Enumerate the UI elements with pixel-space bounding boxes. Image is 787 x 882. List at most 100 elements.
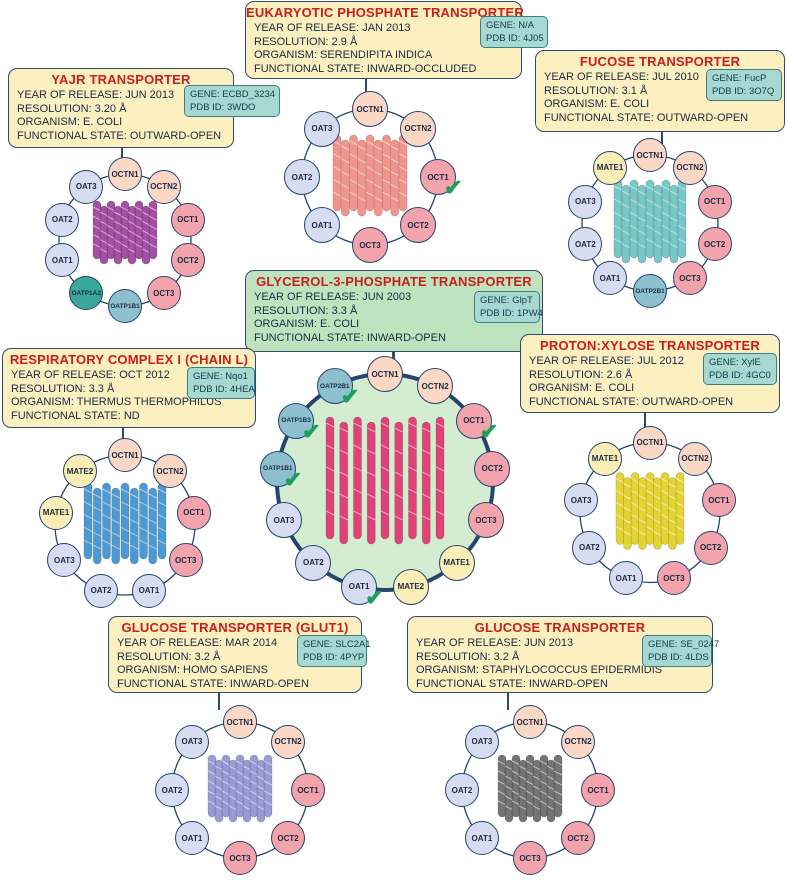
node-octn2: OCTN2: [146, 169, 181, 204]
year-of-release: YEAR OF RELEASE: MAR 2014: [117, 637, 278, 649]
node-oat3: OAT3: [47, 543, 82, 577]
node-oat2: OAT2: [155, 773, 189, 807]
node-oat3: OAT3: [303, 110, 340, 147]
node-oat3: OAT3: [266, 502, 303, 539]
gene-badge: GENE: SE_0247 PDB ID: 4LDS: [642, 635, 719, 667]
functional-state: FUNCTIONAL STATE: OUTWARD-OPEN: [544, 111, 749, 124]
card-glycerol: GLYCEROL-3-PHOSPHATE TRANSPORTER YEAR OF…: [245, 270, 543, 352]
node-oct2: OCT2: [170, 243, 205, 278]
card-title: YAJR TRANSPORTER: [51, 72, 191, 87]
node-oat2: OAT2: [84, 573, 119, 608]
gene: GENE: XylE: [709, 357, 761, 368]
resolution: RESOLUTION: 3.3 Å: [254, 304, 358, 317]
node-oct3: OCT3: [467, 502, 504, 539]
protein-structure: [613, 179, 687, 264]
node-mate2: MATE2: [63, 454, 97, 489]
card-glucose: GLUCOSE TRANSPORTER YEAR OF RELEASE: JUN…: [407, 616, 719, 693]
node-oatp1b3: OATP1B3: [278, 402, 315, 439]
check-icon: ✔: [365, 584, 384, 610]
node-mate1: MATE1: [588, 441, 622, 476]
pdb-id: PDB ID: 4LDS: [648, 652, 709, 663]
node-oct3: OCT3: [223, 841, 257, 875]
card-yajr: YAJR TRANSPORTER YEAR OF RELEASE: JUN 20…: [8, 68, 280, 148]
check-icon: ✔: [340, 384, 360, 410]
protein-structure: [332, 134, 408, 217]
node-octn1: OCTN1: [352, 91, 388, 127]
node-oct1: OCT1: [420, 159, 456, 195]
node-oatp1b1: OATP1B1: [259, 450, 296, 487]
card-title: RESPIRATORY COMPLEX I (CHAIN L): [9, 352, 249, 367]
gene-badge: GENE: ECBD_3234 PDB ID: 3WDO: [184, 85, 280, 117]
pdb-id: PDB ID: 3WDO: [190, 102, 256, 113]
functional-state: FUNCTIONAL STATE: INWARD-OPEN: [416, 677, 608, 690]
organism: ORGANISM: E. COLI: [544, 98, 650, 111]
pdb-id: PDB ID: 4PYP: [303, 652, 365, 663]
node-oct3: OCT3: [352, 227, 388, 263]
node-oct1: OCT1: [455, 402, 492, 439]
pdb-id: PDB ID: 3O7Q: [712, 86, 775, 97]
node-mate1: MATE1: [438, 544, 475, 581]
check-icon: ✔: [302, 418, 321, 444]
node-oat2: OAT2: [284, 159, 320, 195]
node-octn2: OCTN2: [400, 110, 437, 147]
connector-eukaryotic: [365, 79, 367, 101]
node-mate2: MATE2: [392, 568, 429, 605]
organism: ORGANISM: HOMO SAPIENS: [117, 664, 268, 677]
node-oatp2b1: OATP2B1: [316, 368, 353, 405]
year-of-release: YEAR OF RELEASE: JUN 2003: [254, 291, 412, 303]
node-oat1: OAT1: [303, 207, 340, 244]
node-mate1: MATE1: [593, 150, 628, 185]
organism: ORGANISM: SERENDIPITA INDICA: [254, 49, 433, 62]
resolution: RESOLUTION: 2.9 Å: [254, 35, 358, 48]
node-oatp1b1: OATP1B1: [108, 289, 142, 323]
pdb-id: PDB ID: 4GC0: [709, 370, 771, 381]
node-octn1: OCTN1: [108, 157, 142, 191]
year-of-release: YEAR OF RELEASE: OCT 2012: [11, 369, 170, 381]
node-oat1: OAT1: [609, 561, 644, 596]
functional-state: FUNCTIONAL STATE: INWARD-OCCLUDED: [254, 62, 477, 75]
ring-svg: [579, 441, 721, 584]
node-oat1: OAT1: [131, 573, 166, 608]
gene-badge: GENE: SLC2A1 PDB ID: 4PYP: [297, 635, 371, 667]
node-oat2: OAT2: [45, 202, 80, 237]
node-octn2: OCTN2: [672, 150, 707, 185]
node-octn1: OCTN1: [633, 425, 667, 460]
node-octn2: OCTN2: [561, 724, 596, 759]
node-oat2: OAT2: [295, 544, 332, 581]
year-of-release: YEAR OF RELEASE: JUL 2012: [529, 355, 684, 367]
gene: GENE: N/A: [486, 20, 535, 31]
node-oat3: OAT3: [568, 184, 603, 219]
gene: GENE: Nqo1: [193, 371, 248, 382]
gene-badge: GENE: XylE PDB ID: 4GC0: [703, 353, 777, 385]
organism: ORGANISM: E. COLI: [17, 116, 123, 129]
connector-glut1: [218, 693, 220, 710]
protein-structure: [497, 754, 563, 823]
node-oat1: OAT1: [341, 568, 378, 605]
pdb-id: PDB ID: 4HEA: [193, 384, 255, 395]
protein-structure: [83, 482, 167, 565]
node-oat1: OAT1: [593, 261, 628, 295]
card-proton: PROTON:XYLOSE TRANSPORTER YEAR OF RELEAS…: [520, 334, 780, 413]
node-oct1: OCT1: [291, 773, 325, 807]
card-title: GLYCEROL-3-PHOSPHATE TRANSPORTER: [256, 274, 532, 289]
resolution: RESOLUTION: 2.6 Å: [529, 368, 633, 381]
node-oat2: OAT2: [568, 227, 603, 261]
node-oct3: OCT3: [168, 543, 203, 577]
functional-state: FUNCTIONAL STATE: OUTWARD-OPEN: [17, 129, 222, 142]
node-oct1: OCT1: [701, 483, 736, 518]
functional-state: FUNCTIONAL STATE: INWARD-OPEN: [117, 677, 309, 690]
node-mate1: MATE1: [39, 495, 74, 530]
functional-state: FUNCTIONAL STATE: OUTWARD-OPEN: [529, 395, 734, 408]
node-oct1: OCT1: [170, 202, 205, 237]
resolution: RESOLUTION: 3.1 Å: [544, 84, 648, 97]
year-of-release: YEAR OF RELEASE: JUN 2013: [416, 637, 574, 649]
card-title: EUKARYOTIC PHOSPHATE TRANSPORTER: [246, 5, 524, 20]
check-icon: ✔: [479, 418, 499, 444]
pdb-id: PDB ID: 1PW4: [480, 308, 543, 319]
organism: ORGANISM: E. COLI: [254, 318, 360, 331]
